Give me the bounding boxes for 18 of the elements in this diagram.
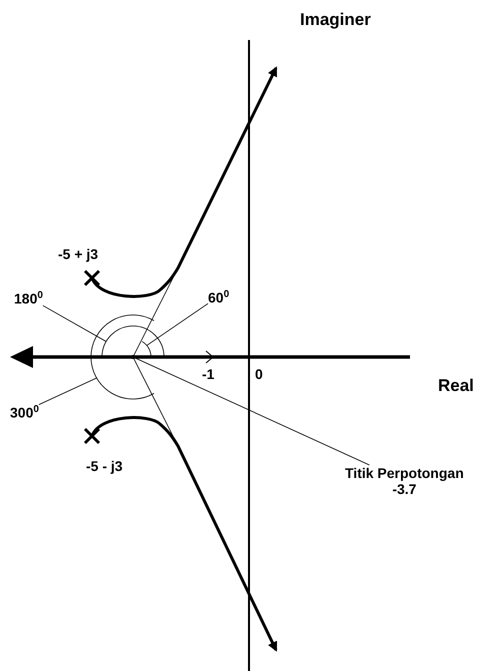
angle-label: 300$^{0}$ — [10, 402, 39, 421]
angle-arc — [142, 341, 152, 358]
angle-label: 60$^{0}$ — [208, 287, 230, 306]
annotation-text: Titik Perpotongan — [345, 465, 464, 481]
tick-label: -1 — [202, 366, 214, 382]
angle-label: 180$^{0}$ — [14, 288, 43, 307]
leader-line — [42, 305, 107, 342]
leader-line — [132, 356, 370, 466]
leader-line — [146, 303, 208, 346]
pole-label: -5 + j3 — [58, 246, 98, 262]
tick-label: 0 — [255, 366, 263, 382]
axis-label: Real — [438, 378, 474, 394]
angle-arc — [102, 326, 164, 358]
pole-label: -5 - j3 — [86, 458, 123, 474]
axis-label: Imaginer — [300, 12, 371, 28]
leader-line — [38, 378, 98, 406]
angle-arc — [90, 314, 154, 400]
annotation-text: -3.7 — [391, 481, 418, 497]
